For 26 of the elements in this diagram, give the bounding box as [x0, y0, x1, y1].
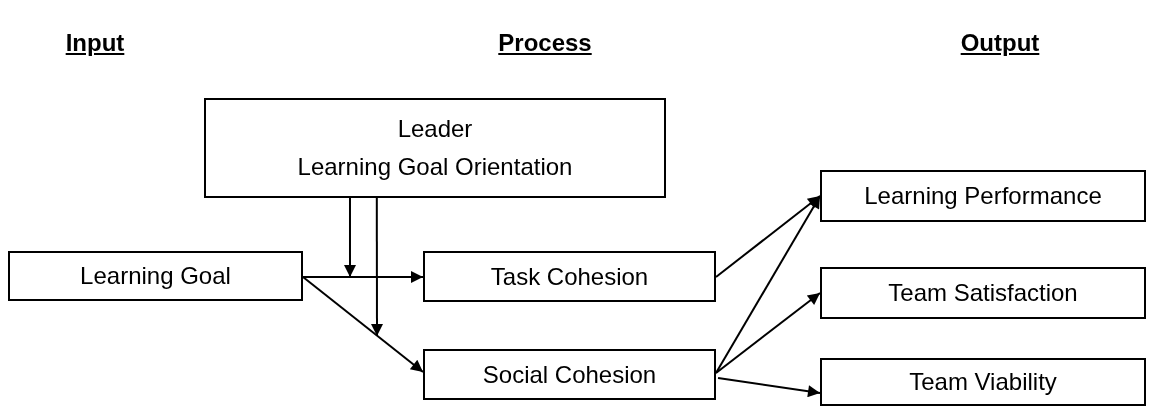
box-label: Social Cohesion — [482, 359, 657, 390]
process-box — [8, 251, 303, 301]
process-box — [423, 349, 716, 400]
process-box — [423, 251, 716, 302]
column-heading: Output — [960, 28, 1040, 58]
box-label: Learning Goal — [80, 261, 231, 291]
arrow — [344, 197, 356, 278]
arrow — [302, 276, 424, 373]
arrow — [302, 271, 424, 283]
box-label: Learning Goal Orientation — [297, 152, 573, 182]
box-label: Team Viability — [909, 367, 1057, 397]
arrow — [715, 195, 821, 374]
column-heading: Input — [65, 28, 125, 58]
box-label: Team Satisfaction — [888, 278, 1078, 308]
process-box — [820, 358, 1146, 406]
process-box — [820, 267, 1146, 319]
box-label: Learning Performance — [864, 181, 1102, 211]
arrow — [371, 197, 383, 337]
process-box — [204, 98, 666, 198]
arrow — [715, 292, 821, 374]
arrow — [717, 377, 821, 398]
arrow — [715, 195, 821, 278]
box-label: Leader — [397, 114, 473, 144]
box-label: Task Cohesion — [490, 261, 649, 292]
column-heading: Process — [498, 28, 592, 58]
process-box — [820, 170, 1146, 222]
